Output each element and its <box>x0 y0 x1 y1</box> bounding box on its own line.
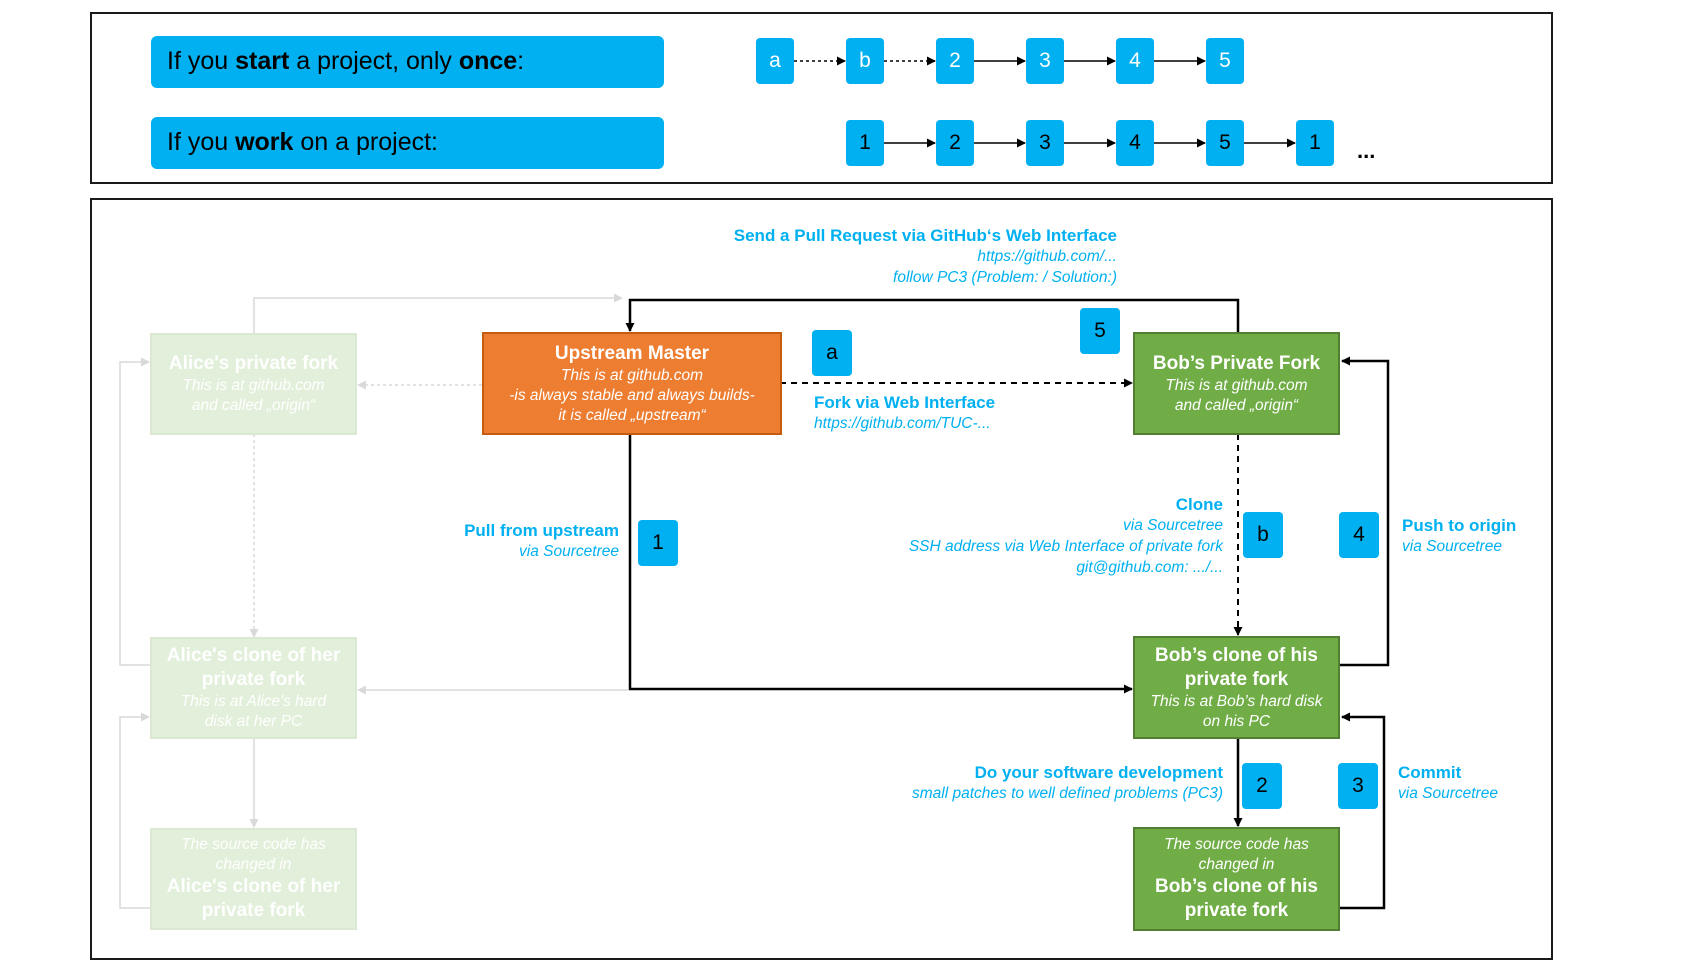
clone-label: Clone via Sourcetree SSH address via Web… <box>909 494 1223 578</box>
clone-line1: via Sourcetree <box>1123 517 1223 534</box>
bob-clone-title1: Bob’s clone of his <box>1155 644 1318 666</box>
badge-2: 2 <box>1242 763 1282 809</box>
alice-clone-title2: private fork <box>201 669 306 690</box>
alice-changed-title2: private fork <box>201 900 306 921</box>
develop-label: Do your software development small patch… <box>912 762 1223 804</box>
bob-changed-title1: Bob’s clone of his <box>1155 876 1318 897</box>
work-project-banner: If you work on a project: <box>151 117 664 169</box>
bob-changed-line1: The source code has <box>1164 836 1309 853</box>
upstream-master-box: Upstream Master This is at github.com -i… <box>482 332 782 435</box>
develop-line1: small patches to well defined problems (… <box>912 785 1223 802</box>
clone-title: Clone <box>1175 495 1223 514</box>
alice-fork-title: Alice's private fork <box>168 353 339 374</box>
pull-request-label: Send a Pull Request via GitHub‘s Web Int… <box>734 225 1117 288</box>
bob-clone-line2: on his PC <box>1202 712 1271 730</box>
bob-clone-box: Bob’s clone of his private fork This is … <box>1133 636 1340 739</box>
bob-changed-line2: changed in <box>1198 856 1275 873</box>
alice-clone-title1: Alice's clone of her <box>166 645 341 666</box>
alice-clone-box: Alice's clone of her private fork This i… <box>150 637 357 739</box>
seq2-step-1: 1 <box>846 120 884 166</box>
bob-clone-line1: This is at Bob’s hard disk <box>1150 692 1323 710</box>
badge-5: 5 <box>1080 308 1120 354</box>
top-frame <box>90 12 1553 184</box>
upstream-line2: -is always stable and always builds- <box>509 386 755 404</box>
bob-fork-title: Bob’s Private Fork <box>1152 352 1321 374</box>
pull-upstream-title: Pull from upstream <box>464 521 619 540</box>
develop-title: Do your software development <box>974 763 1223 782</box>
commit-title: Commit <box>1398 763 1462 782</box>
seq1-step-a: a <box>756 38 794 84</box>
seq1-step-b: b <box>846 38 884 84</box>
badge-b: b <box>1243 512 1283 558</box>
seq2-ellipsis: ... <box>1357 138 1376 163</box>
seq2-step-3: 3 <box>1026 120 1064 166</box>
bob-clone-title2: private fork <box>1184 668 1289 690</box>
alice-changed-title1: Alice's clone of her <box>166 876 341 897</box>
seq1-step-2: 2 <box>936 38 974 84</box>
bob-fork-line1: This is at github.com <box>1165 376 1308 394</box>
upstream-line3: it is called „upstream“ <box>558 406 706 424</box>
bob-changed-box: The source code has changed in Bob’s clo… <box>1133 827 1340 931</box>
alice-changed-line2: changed in <box>215 856 292 873</box>
pull-request-title: Send a Pull Request via GitHub‘s Web Int… <box>733 226 1117 245</box>
commit-label: Commit via Sourcetree <box>1398 762 1498 804</box>
seq2-step-4: 4 <box>1116 120 1154 166</box>
alice-changed-box: The source code has changed in Alice's c… <box>150 828 357 930</box>
badge-1: 1 <box>638 520 678 566</box>
alice-fork-line2: and called „origin“ <box>191 397 316 414</box>
alice-private-fork-box: Alice's private fork This is at github.c… <box>150 333 357 435</box>
pull-request-line2: follow PC3 (Problem: / Solution:) <box>893 269 1117 286</box>
seq2-step-1-repeat: 1 <box>1296 120 1334 166</box>
seq2-step-5: 5 <box>1206 120 1244 166</box>
upstream-title: Upstream Master <box>554 342 710 364</box>
pull-request-line1: https://github.com/... <box>977 248 1117 265</box>
push-title: Push to origin <box>1402 516 1517 535</box>
badge-a: a <box>812 330 852 376</box>
seq1-step-5: 5 <box>1206 38 1244 84</box>
clone-line3: git@github.com: .../... <box>1076 559 1223 576</box>
bob-changed-title2: private fork <box>1184 900 1289 921</box>
seq1-step-3: 3 <box>1026 38 1064 84</box>
pull-upstream-label: Pull from upstream via Sourcetree <box>464 520 619 562</box>
pull-upstream-line1: via Sourcetree <box>519 543 619 560</box>
alice-clone-line2: disk at her PC <box>204 713 303 730</box>
fork-line1: https://github.com/TUC-... <box>814 415 991 432</box>
bob-fork-line2: and called „origin“ <box>1174 396 1299 414</box>
commit-line1: via Sourcetree <box>1398 785 1498 802</box>
badge-3: 3 <box>1338 763 1378 809</box>
push-line1: via Sourcetree <box>1402 538 1502 555</box>
fork-label: Fork via Web Interface https://github.co… <box>814 392 995 434</box>
start-project-banner: If you start a project, only once: <box>151 36 664 88</box>
alice-fork-line1: This is at github.com <box>182 377 325 394</box>
alice-changed-line1: The source code has <box>181 836 326 853</box>
push-label: Push to origin via Sourcetree <box>1402 515 1516 557</box>
badge-4: 4 <box>1339 512 1379 558</box>
seq2-step-2: 2 <box>936 120 974 166</box>
alice-clone-line1: This is at Alice's hard <box>180 693 327 710</box>
clone-line2: SSH address via Web Interface of private… <box>908 538 1223 555</box>
upstream-line1: This is at github.com <box>560 366 704 384</box>
seq1-step-4: 4 <box>1116 38 1154 84</box>
bob-private-fork-box: Bob’s Private Fork This is at github.com… <box>1133 332 1340 435</box>
fork-title: Fork via Web Interface <box>814 393 996 412</box>
